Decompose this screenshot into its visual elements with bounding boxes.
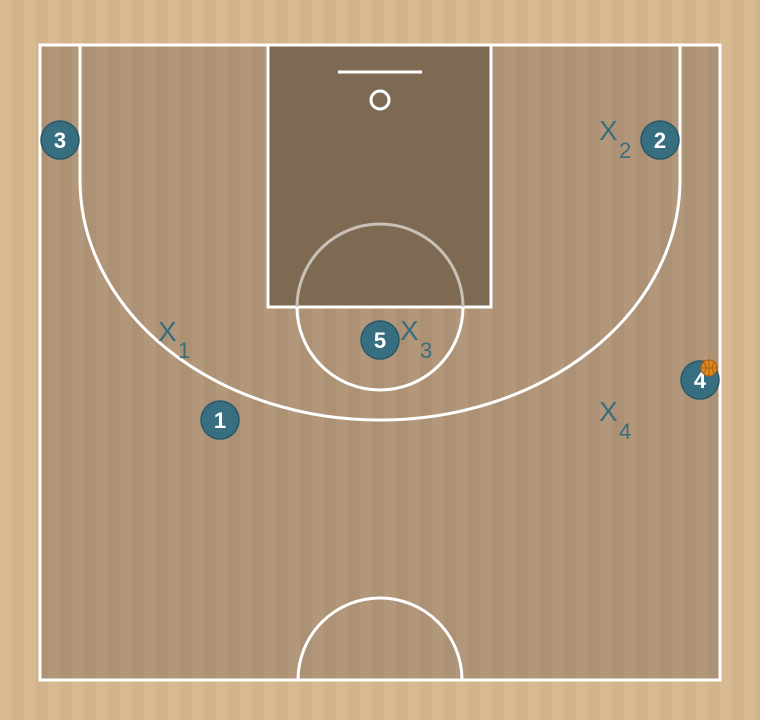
offense-player-label: 3 xyxy=(54,128,66,153)
defender-marker[interactable]: X 4 xyxy=(599,396,631,444)
free-throw-circle-top xyxy=(295,222,465,308)
defender-marker[interactable]: X 1 xyxy=(158,316,190,363)
defender-number: 1 xyxy=(178,338,190,363)
offense-player-label: 5 xyxy=(374,328,386,353)
defender-letter: X xyxy=(599,396,618,427)
defender-number: 4 xyxy=(619,419,631,444)
rim xyxy=(369,89,391,111)
defender-marker[interactable]: X 3 xyxy=(400,315,432,363)
paint-lane xyxy=(266,43,493,309)
defender-letter: X xyxy=(158,316,177,347)
defender-number: 3 xyxy=(420,338,432,363)
defender-letter: X xyxy=(599,115,618,146)
defender-letter: X xyxy=(400,315,419,346)
offense-player[interactable]: 3 xyxy=(40,120,80,160)
free-throw-circle-bottom xyxy=(295,306,465,392)
offense-player[interactable]: 2 xyxy=(640,120,680,160)
three-point-line xyxy=(78,45,682,422)
offense-player-label: 2 xyxy=(654,128,666,153)
basketball-icon xyxy=(700,359,718,377)
center-circle xyxy=(296,596,464,681)
defender-number: 2 xyxy=(619,138,631,163)
offense-player[interactable]: 5 xyxy=(360,320,400,360)
defender-marker[interactable]: X 2 xyxy=(599,115,631,163)
offense-player[interactable]: 1 xyxy=(200,400,240,440)
court-boundary xyxy=(38,43,722,682)
offense-player-label: 1 xyxy=(214,408,226,433)
